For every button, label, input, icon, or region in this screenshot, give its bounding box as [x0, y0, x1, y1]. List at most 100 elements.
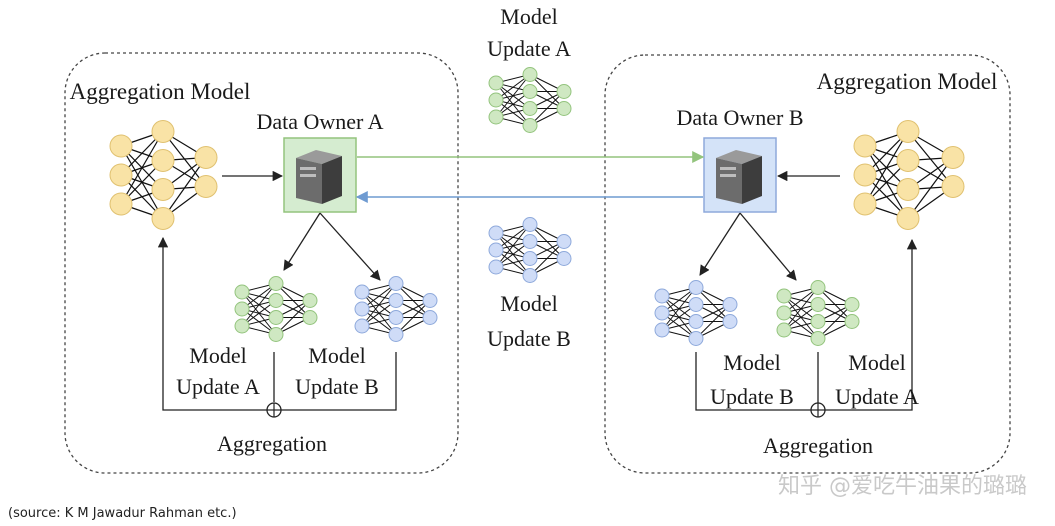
network-node — [354, 284, 370, 300]
network-node — [268, 293, 284, 308]
aggregation-loop-left-b — [280, 352, 397, 411]
network-node — [194, 175, 218, 198]
network-node — [488, 242, 504, 258]
model-update-a-network-left — [234, 276, 318, 342]
network-node — [151, 207, 175, 230]
network-node — [556, 101, 572, 116]
center-update-b-label-line1: Model — [500, 291, 557, 316]
network-node — [488, 75, 504, 91]
network-node — [556, 84, 572, 99]
network-edge — [907, 157, 954, 219]
network-node — [896, 120, 920, 143]
network-edge — [695, 304, 731, 339]
network-node — [234, 318, 250, 334]
data-owner-b-label: Data Owner B — [676, 105, 803, 130]
left-update-b-label-line2: Update B — [295, 374, 379, 399]
arrow-owner-b-to-update-b — [699, 212, 741, 276]
center-update-b-label-line2: Update B — [487, 326, 571, 351]
right-aggregation-label: Aggregation — [763, 433, 873, 458]
data-owner-b-box — [703, 137, 777, 213]
network-node — [388, 276, 404, 291]
network-node — [556, 234, 572, 249]
network-node — [302, 310, 318, 325]
network-node — [109, 192, 133, 216]
right-panel-border — [604, 54, 1011, 474]
network-node — [688, 297, 704, 312]
left-aggregation-model-label: Aggregation Model — [70, 79, 251, 104]
right-update-b-label-line1: Model — [723, 350, 780, 375]
network-node — [776, 322, 792, 338]
network-edge — [495, 224, 531, 268]
network-node — [388, 327, 404, 342]
arrow-owner-b-to-update-a — [739, 212, 797, 281]
server-icon — [296, 150, 342, 204]
network-node — [810, 297, 826, 312]
network-node — [556, 251, 572, 266]
aggregation-symbol-right — [810, 402, 826, 418]
network-node — [151, 120, 175, 143]
network-node — [522, 251, 538, 266]
network-node — [522, 217, 538, 232]
network-edge — [361, 283, 397, 327]
network-node — [354, 301, 370, 317]
network-node — [853, 134, 877, 158]
network-node — [853, 163, 877, 187]
network-node — [522, 101, 538, 116]
watermark: 知乎 @爱吃牛油果的璐璐 — [778, 474, 1027, 499]
network-node — [810, 280, 826, 295]
aggregation-model-network-left — [109, 120, 218, 230]
network-node — [654, 288, 670, 304]
network-node — [776, 305, 792, 321]
left-update-a-label-line2: Update A — [176, 374, 260, 399]
aggregation-loop-left-return — [157, 236, 268, 411]
network-edge — [241, 283, 277, 327]
data-owner-a-box — [283, 137, 357, 213]
network-edge — [395, 300, 431, 335]
network-node — [109, 134, 133, 158]
network-edge — [529, 241, 565, 276]
model-update-b-network-center — [488, 217, 572, 283]
network-node — [234, 284, 250, 300]
network-node — [522, 268, 538, 283]
network-node — [722, 297, 738, 312]
network-node — [422, 293, 438, 308]
network-node — [522, 234, 538, 249]
data-owner-a-label: Data Owner A — [256, 109, 383, 134]
network-node — [194, 146, 218, 169]
network-node — [941, 175, 965, 198]
network-node — [302, 293, 318, 308]
network-node — [896, 178, 920, 201]
network-node — [354, 318, 370, 334]
network-node — [810, 331, 826, 346]
center-update-a-label-line2: Update A — [487, 36, 571, 61]
network-node — [844, 297, 860, 312]
model-update-a-network-right — [776, 280, 860, 346]
network-node — [941, 146, 965, 169]
network-edge — [817, 304, 853, 339]
left-update-b-label-line1: Model — [308, 343, 365, 368]
network-node — [268, 276, 284, 291]
aggregation-loop-right-return — [825, 238, 918, 411]
network-node — [388, 310, 404, 325]
network-edge — [495, 74, 531, 118]
network-node — [488, 92, 504, 108]
network-edge — [864, 131, 909, 205]
network-edge — [162, 157, 207, 219]
network-node — [722, 314, 738, 329]
network-node — [268, 327, 284, 342]
network-node — [522, 67, 538, 82]
model-update-b-network-right — [654, 280, 738, 346]
aggregation-model-network-right — [853, 120, 965, 230]
arrow-owner-a-to-update-b — [319, 212, 381, 281]
network-node — [896, 149, 920, 172]
aggregation-symbol-left — [266, 402, 282, 418]
network-edge — [661, 287, 697, 331]
network-node — [522, 118, 538, 133]
source-caption: (source: K M Jawadur Rahman etc.) — [8, 506, 237, 521]
left-panel-border — [64, 52, 459, 474]
right-update-a-label-line1: Model — [848, 350, 905, 375]
network-node — [388, 293, 404, 308]
left-update-a-label-line1: Model — [189, 343, 246, 368]
network-node — [776, 288, 792, 304]
network-edge — [529, 91, 565, 126]
